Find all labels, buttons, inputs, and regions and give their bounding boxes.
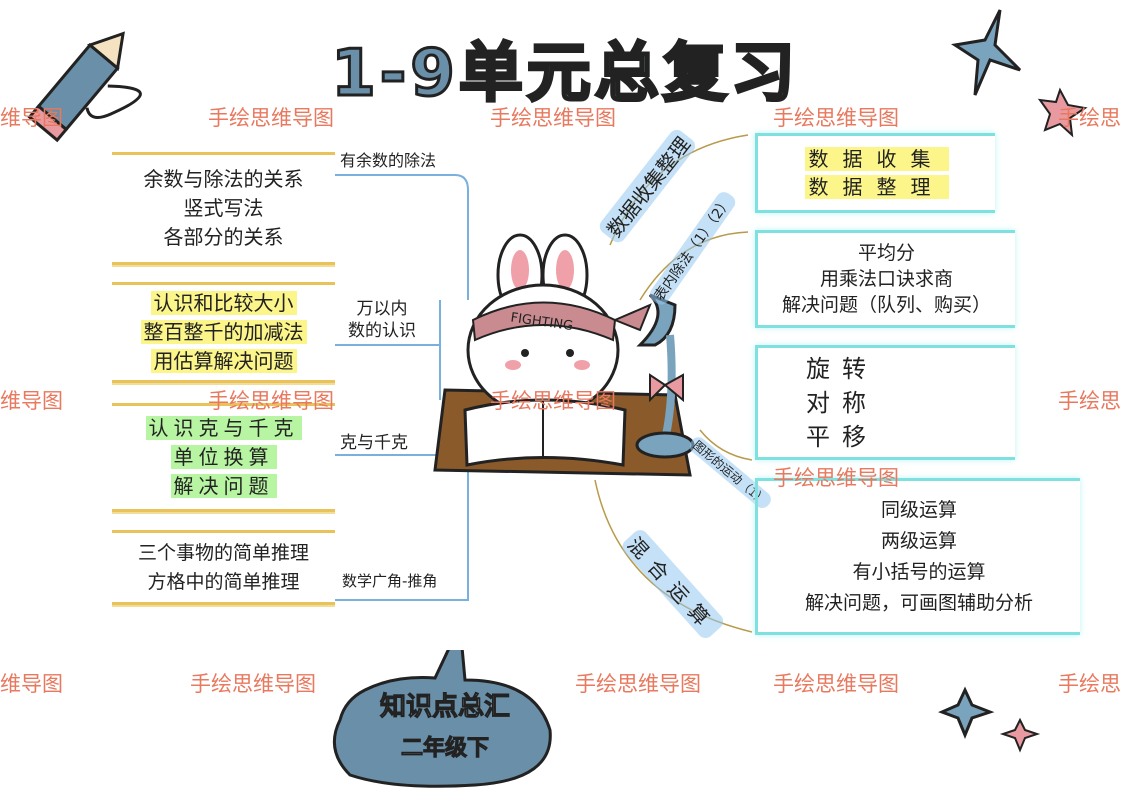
star-icon <box>938 686 995 739</box>
watermark: 手绘思维导图 <box>208 389 334 413</box>
right-box-shape-motion: 旋转 对称 平移 <box>755 345 1015 460</box>
topic-item: 认识克与千克 <box>145 414 302 443</box>
topic-item: 用估算解决问题 <box>150 347 297 376</box>
watermark: 维导图 <box>0 106 63 130</box>
left-box-numbers-within-10000: 认识和比较大小 整百整千的加减法 用估算解决问题 <box>112 282 335 383</box>
pencil-icon <box>27 31 142 143</box>
topic-item: 认识和比较大小 <box>150 289 297 318</box>
watermark: 手绘思维导图 <box>490 389 616 413</box>
topic-item: 余数与除法的关系 <box>143 167 304 191</box>
topic-item: 竖式写法 <box>183 196 264 220</box>
star-icon <box>999 717 1041 753</box>
right-box-data-collection: 数据收集 数据整理 <box>755 133 995 213</box>
watermark: 手绘思维导图 <box>773 466 899 490</box>
topic-item: 各部分的关系 <box>163 225 284 249</box>
right-box-mixed-operations: 同级运算 两级运算 有小括号的运算 解决问题，可画图辅助分析 <box>755 478 1080 635</box>
watermark: 手绘思 <box>1058 106 1121 130</box>
watermark: 维导图 <box>0 672 63 696</box>
branch-label-math-reasoning: 数学广角-推角 <box>342 572 438 590</box>
branch-label-grams-kilograms: 克与千克 <box>340 433 408 453</box>
speech-bubble-shape <box>332 650 552 788</box>
watermark: 手绘思维导图 <box>575 672 701 696</box>
topic-item: 整百整千的加减法 <box>140 318 307 347</box>
topic-item: 解决问题 <box>170 472 277 501</box>
watermark: 手绘思维导图 <box>773 106 899 130</box>
watermark: 维导图 <box>0 389 63 413</box>
watermark: 手绘思 <box>1058 389 1121 413</box>
topic-item: 平均分 <box>857 242 915 264</box>
watermark: 手绘思 <box>1058 672 1121 696</box>
watermark: 手绘思维导图 <box>190 672 316 696</box>
bunny-studying-illustration: FIGHTING <box>433 233 695 477</box>
topic-item: 平移 <box>806 422 878 451</box>
branch-label-numbers-within-10000: 万以内数的认识 <box>348 299 416 341</box>
topic-item: 同级运算 <box>880 498 957 521</box>
watermark: 手绘思维导图 <box>208 106 334 130</box>
topic-item: 三个事物的简单推理 <box>137 541 309 564</box>
watermark: 手绘思维导图 <box>490 106 616 130</box>
bubble-title: 知识点总汇 <box>379 692 510 723</box>
summary-bubble: 知识点总汇 二年级下 <box>325 650 560 790</box>
topic-item: 对称 <box>806 388 878 417</box>
topic-item: 数据整理 <box>804 173 949 201</box>
left-box-math-reasoning: 三个事物的简单推理 方格中的简单推理 <box>112 530 335 605</box>
topic-item: 数据收集 <box>804 145 949 173</box>
page-title: 1-9单元总复习 <box>330 36 799 113</box>
topic-item: 单位换算 <box>170 443 277 472</box>
topic-item: 方格中的简单推理 <box>147 570 300 593</box>
star-icon <box>1037 87 1088 138</box>
topic-item: 用乘法口诀求商 <box>819 268 953 290</box>
topic-item: 有小括号的运算 <box>852 560 986 583</box>
bubble-subtitle: 二年级下 <box>400 736 489 762</box>
watermark: 手绘思维导图 <box>773 672 899 696</box>
right-box-table-division: 平均分 用乘法口诀求商 解决问题（队列、购买） <box>755 230 1015 328</box>
branch-label-remainder-division: 有余数的除法 <box>340 151 437 170</box>
topic-item: 两级运算 <box>880 529 957 552</box>
topic-item: 解决问题（队列、购买） <box>781 294 991 316</box>
left-box-remainder-division: 余数与除法的关系 竖式写法 各部分的关系 <box>112 152 335 265</box>
star-icon <box>950 9 1022 96</box>
topic-item: 解决问题，可画图辅助分析 <box>804 591 1033 614</box>
left-box-grams-kilograms: 认识克与千克 单位换算 解决问题 <box>112 403 335 512</box>
topic-item: 旋转 <box>806 354 878 383</box>
